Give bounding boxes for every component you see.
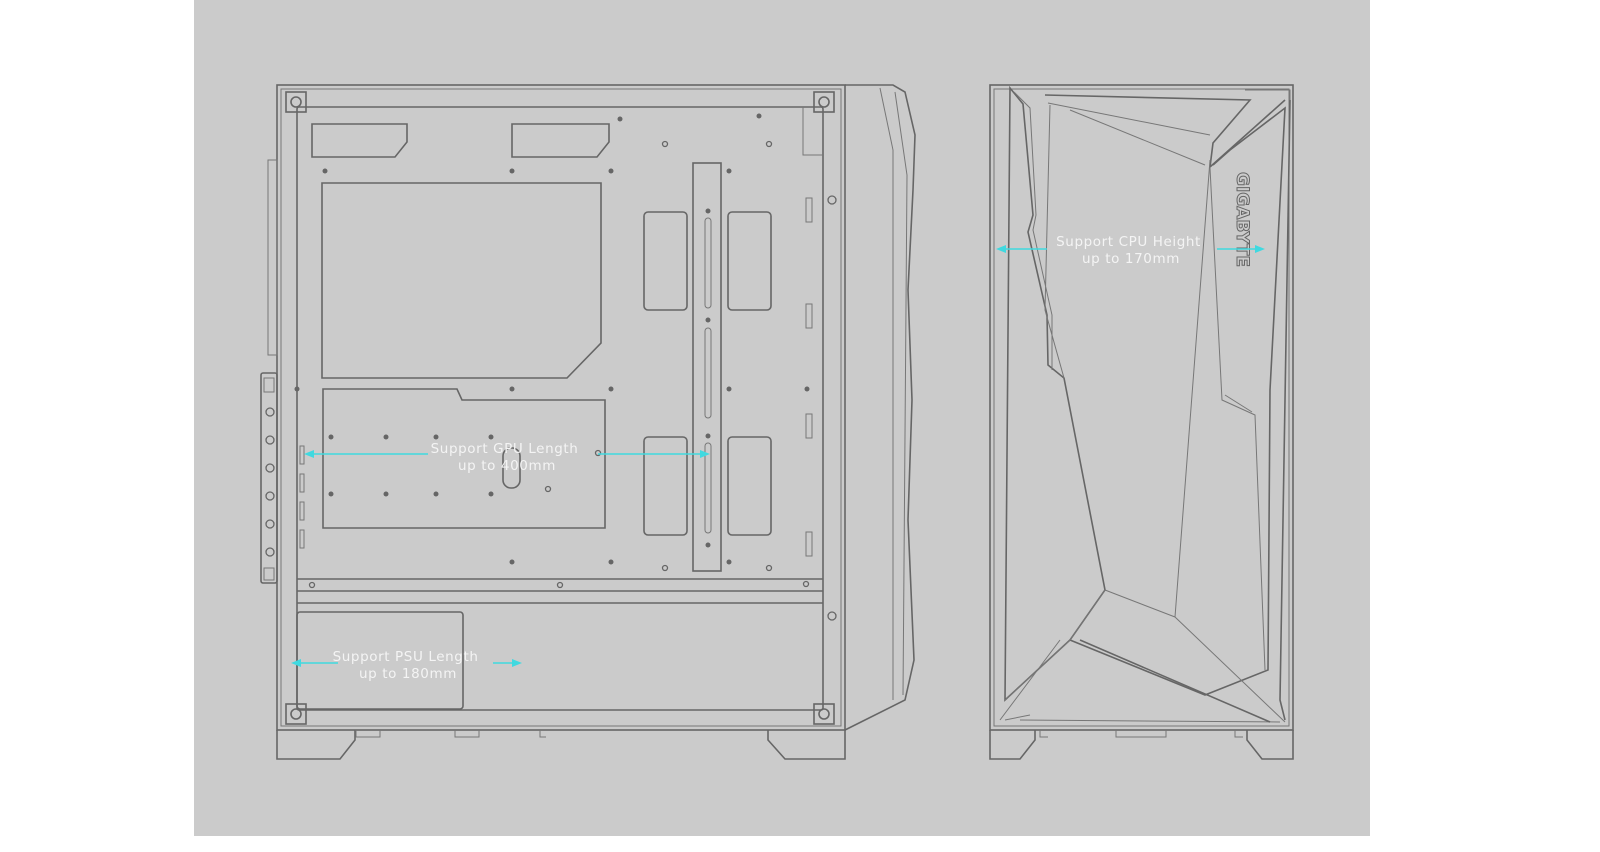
gpu-length-arrow xyxy=(304,450,710,458)
front-bezel-side xyxy=(844,84,916,731)
foot-rear xyxy=(276,730,356,760)
diagram-canvas: Support GPU Length up to 400mm Support P… xyxy=(194,0,1370,836)
psu-length-arrow xyxy=(291,659,522,667)
lower-cutout xyxy=(322,388,606,529)
case-diagram: Support GPU Length up to 400mm Support P… xyxy=(260,84,1294,760)
motherboard-tray xyxy=(296,106,824,711)
front-foot-left xyxy=(989,730,1036,760)
cpu-cutout xyxy=(321,182,602,379)
psu-length-label: Support PSU Length up to 180mm xyxy=(333,649,484,682)
gpu-length-label: Support GPU Length up to 400mm xyxy=(431,441,584,474)
drive-bracket xyxy=(692,162,722,572)
side-view: Support GPU Length up to 400mm Support P… xyxy=(260,84,916,760)
front-view: GIGABYTE Support CPU Height up to 170mm xyxy=(989,84,1294,760)
io-panel xyxy=(260,372,278,584)
gigabyte-logo: GIGABYTE xyxy=(1232,172,1252,267)
psu-bay xyxy=(296,611,464,710)
front-outer-frame xyxy=(989,84,1294,731)
side-outer-frame xyxy=(276,84,846,731)
cpu-height-arrow xyxy=(996,245,1265,253)
foot-front xyxy=(767,730,846,760)
front-foot-right xyxy=(1246,730,1294,760)
cpu-height-label: Support CPU Height up to 170mm xyxy=(1056,234,1206,267)
